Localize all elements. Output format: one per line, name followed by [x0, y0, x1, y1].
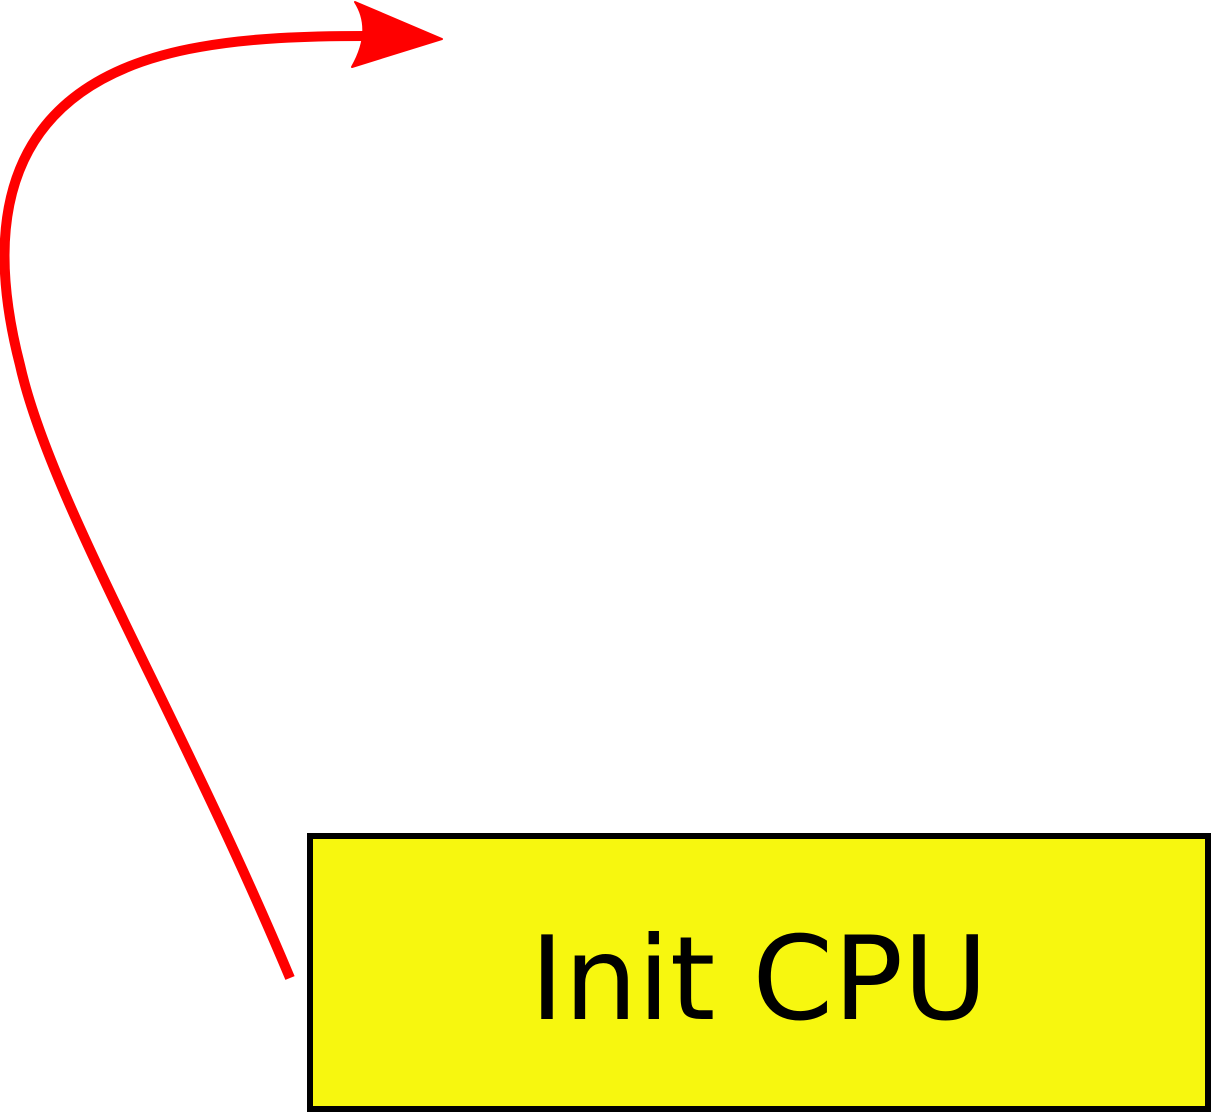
node-init-cpu: Init CPU — [307, 833, 1211, 1112]
arrowhead-icon — [351, 1, 443, 68]
flow-arrow-line — [0, 31, 366, 980]
node-init-cpu-box — [307, 833, 1211, 1112]
node-init-cpu-label: Init CPU — [530, 912, 988, 1047]
flow-arrow — [0, 1, 443, 980]
